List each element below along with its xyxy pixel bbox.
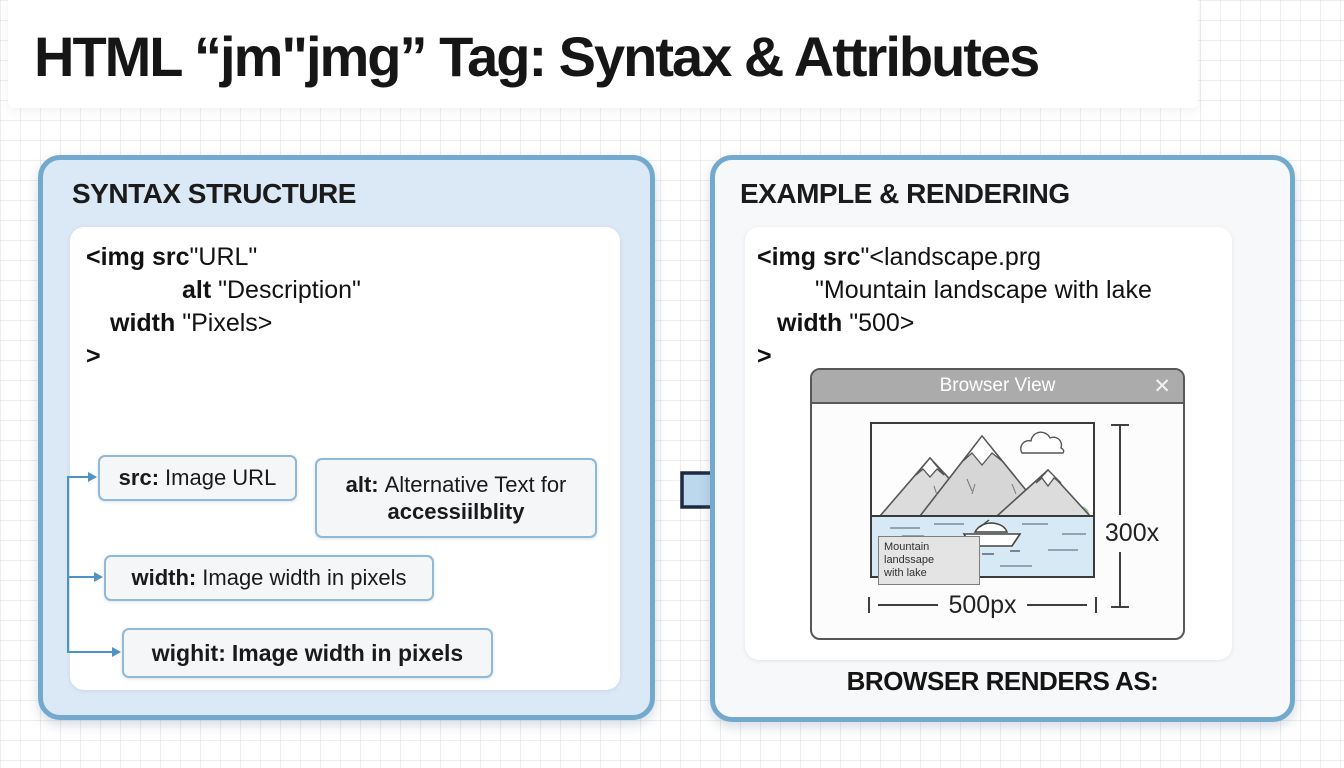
browser-title: Browser View (939, 375, 1056, 396)
connector-arrow-icon (88, 472, 97, 482)
browser-content: Mountain landssape with lake 300x 500px (812, 404, 1183, 638)
connector-arrow-icon (94, 572, 103, 582)
syntax-structure-panel: SYNTAX STRUCTURE <img src"URL" alt "Desc… (38, 155, 655, 720)
width-dimension: 500px (868, 591, 1097, 619)
code-line: width "500> (777, 309, 915, 337)
example-rendering-header: EXAMPLE & RENDERING (740, 178, 1070, 209)
height-dimension-label: 300x (1104, 519, 1160, 547)
dimension-tick (868, 597, 870, 613)
syntax-code-block: <img src"URL" alt "Description" width "P… (70, 227, 361, 373)
browser-titlebar: Browser View ✕ (812, 370, 1183, 404)
attr-box-alt: alt:Alternative Text for accessiilblity (315, 458, 597, 538)
dimension-line (1119, 425, 1121, 515)
example-rendering-panel: EXAMPLE & RENDERING <img src"<landscape.… (710, 155, 1295, 722)
landscape-illustration (872, 424, 1093, 576)
dimension-line (1026, 604, 1087, 606)
code-line: alt "Description" (182, 276, 361, 304)
image-alt-caption: Mountain landssape with lake (878, 536, 980, 585)
connector-line (67, 576, 95, 578)
code-line: > (757, 342, 772, 370)
code-line: "Mountain landscape with lake (815, 276, 1152, 304)
code-line: <img src"URL" (86, 243, 258, 271)
code-line: width "Pixels> (110, 309, 273, 337)
page-title: HTML “jm"jmg” Tag: Syntax & Attributes (34, 25, 1040, 88)
syntax-structure-header: SYNTAX STRUCTURE (72, 178, 356, 209)
example-code-block: <img src"<landscape.prg "Mountain landsc… (745, 227, 1152, 373)
width-dimension-label: 500px (948, 590, 1017, 619)
title-band (8, 0, 1198, 108)
attr-box-wighit: wighit: Image width in pixels (122, 628, 493, 678)
connector-line (67, 476, 89, 478)
dimension-line (1119, 552, 1121, 608)
dimension-tick (1111, 606, 1129, 608)
connector-line (67, 477, 69, 653)
connector-arrow-icon (112, 647, 121, 657)
close-icon: ✕ (1153, 375, 1171, 398)
browser-window-mockup: Browser View ✕ (810, 368, 1185, 640)
dimension-line (878, 604, 939, 606)
code-line: <img src"<landscape.prg (757, 243, 1042, 271)
attr-box-width: width: Image width in pixels (104, 555, 434, 601)
code-line: > (86, 342, 101, 370)
attr-box-src: src: Image URL (98, 455, 297, 501)
dimension-tick (1095, 597, 1097, 613)
rendered-image: Mountain landssape with lake (870, 422, 1095, 585)
connector-line (67, 651, 113, 653)
browser-renders-as-label: BROWSER RENDERS AS: (846, 666, 1159, 696)
